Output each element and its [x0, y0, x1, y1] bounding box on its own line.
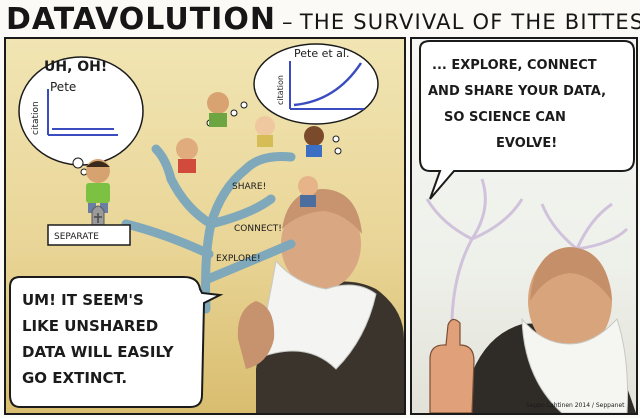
right-panel-art: ... EXPLORE, CONNECT AND SHARE YOUR DATA… [419, 40, 636, 413]
artist-signature: Seppo Lahtinen 2014 / Seppanet [526, 402, 625, 409]
left-speech-line-4: GO EXTINCT. [22, 369, 127, 387]
thought-bubble-pete [18, 56, 144, 176]
left-speech-line-1: UM! IT SEEM'S [22, 291, 144, 309]
person-icon [255, 116, 275, 147]
person-icon [207, 92, 229, 127]
right-speech-line-1: ... EXPLORE, CONNECT [432, 58, 597, 73]
chart-pete-et-al [289, 61, 364, 110]
title-main: DATAVOLUTION [6, 2, 276, 37]
tree-label-share: SHARE! [232, 182, 266, 192]
tree-label-explore: EXPLORE! [216, 254, 261, 264]
branching-tree-icon [121, 144, 296, 314]
left-speech-line-2: LIKE UNSHARED [22, 317, 158, 335]
right-speech-line-2: AND SHARE YOUR DATA, [428, 84, 606, 99]
person-green-shirt-icon [86, 159, 110, 213]
gravestone-icon [91, 205, 105, 230]
darwin-portrait-icon [462, 247, 636, 413]
chart-pete-title: Pete [50, 80, 76, 94]
speech-bubble-right [419, 40, 635, 200]
speech-bubble-left [9, 276, 224, 408]
title-dash: – [282, 10, 294, 34]
person-icon [176, 138, 198, 173]
sign-text: SEPARATE [54, 232, 99, 242]
left-speech-line-3: DATA WILL EASILY [22, 343, 175, 361]
tree-label-connect: CONNECT! [234, 224, 282, 234]
people-around-tree [176, 92, 324, 207]
person-icon [304, 126, 324, 157]
chart-pete-ylabel: citation [31, 101, 41, 135]
separate-sign [47, 224, 131, 246]
darwin-thinking-figure [237, 189, 404, 413]
right-speech-line-4: EVOLVE! [496, 136, 557, 151]
left-panel-art: UH, OH! Pete citation Pete et al. citati… [9, 43, 404, 413]
thought-bubble-pete-et-al [253, 43, 379, 125]
title-subtitle: THE SURVIVAL OF THE BITTEST [299, 10, 640, 34]
chart-pete [47, 89, 118, 136]
chart-pete-et-al-title: Pete et al. [294, 47, 349, 60]
right-panel: ... EXPLORE, CONNECT AND SHARE YOUR DATA… [410, 37, 638, 415]
comic-title: DATAVOLUTION – THE SURVIVAL OF THE BITTE… [6, 2, 640, 37]
right-speech-line-3: SO SCIENCE CAN [444, 110, 566, 125]
person-icon [298, 176, 318, 207]
uh-oh-text: UH, OH! [44, 59, 107, 75]
left-panel: UH, OH! Pete citation Pete et al. citati… [4, 37, 406, 415]
chart-pete-et-al-ylabel: citation [276, 75, 285, 105]
thumbs-up-icon [429, 318, 475, 413]
